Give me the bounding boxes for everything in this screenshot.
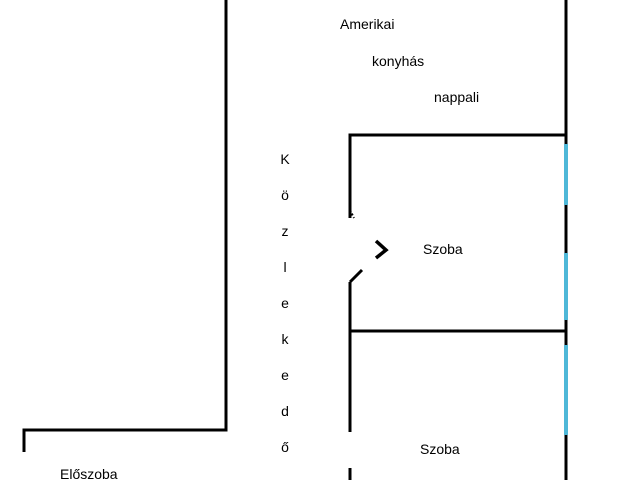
living-room-label-line2: konyhás bbox=[372, 53, 425, 69]
living-room-label-line3: nappali bbox=[434, 89, 480, 105]
door-jamb-top bbox=[349, 209, 355, 219]
corridor-letter: d bbox=[281, 403, 289, 419]
corridor-letter: ő bbox=[281, 439, 289, 455]
corridor-letter: ö bbox=[281, 187, 289, 203]
corridor-letter: K bbox=[280, 151, 290, 167]
corridor-letter: l bbox=[283, 259, 287, 275]
left-corridor-wall bbox=[22, 0, 228, 452]
door-arrow bbox=[374, 239, 389, 260]
corridor-letter: e bbox=[281, 367, 289, 383]
hall-label: Előszoba bbox=[60, 466, 118, 482]
room-bottom-label: Szoba bbox=[420, 441, 460, 457]
door-opening bbox=[348, 209, 389, 284]
room-top-label: Szoba bbox=[423, 241, 463, 257]
walls bbox=[22, 0, 568, 480]
living-room-label-line1: Amerikai bbox=[340, 16, 395, 32]
corridor-letter: e bbox=[281, 295, 289, 311]
corridor-letter: z bbox=[281, 223, 289, 239]
right-corridor-wall-upper bbox=[348, 133, 566, 218]
corridor-letter: k bbox=[281, 331, 289, 347]
door-leaf bbox=[348, 268, 364, 284]
